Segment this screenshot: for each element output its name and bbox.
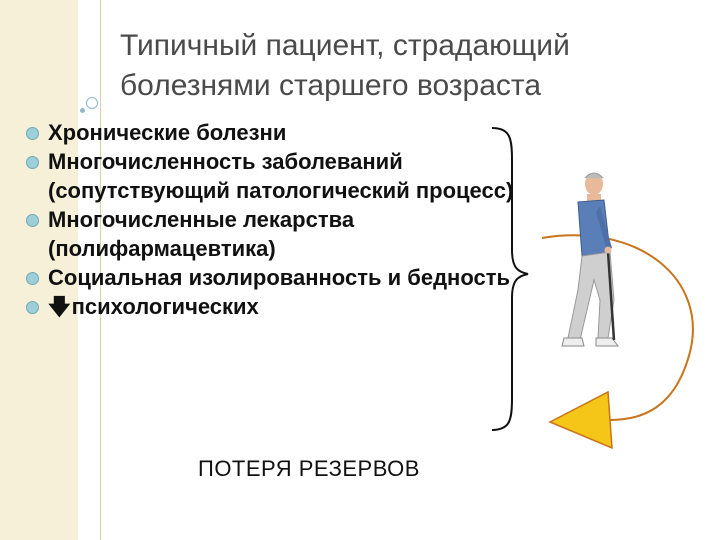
bullet-item: Хронические болезни bbox=[26, 118, 516, 147]
bullet-dot-icon bbox=[26, 156, 39, 169]
down-arrow-icon: 🡇 bbox=[48, 294, 71, 319]
curly-brace bbox=[491, 127, 529, 431]
slide-title: Типичный пациент, страдающий болезнями с… bbox=[120, 26, 680, 106]
bullet-dot-icon bbox=[26, 214, 39, 227]
title-line-1: Типичный пациент, страдающий bbox=[120, 29, 570, 62]
side-decor-band bbox=[0, 0, 78, 540]
bullet-text: Многочисленность заболеваний (сопутствую… bbox=[48, 149, 514, 203]
bullet-list: Хронические болезни Многочисленность заб… bbox=[26, 118, 516, 321]
footer-caption: ПОТЕРЯ РЕЗЕРВОВ bbox=[198, 456, 420, 481]
curved-arrow-line bbox=[541, 234, 694, 421]
title-line-2: болезнями старшего возраста bbox=[120, 69, 542, 102]
decor-circle-icon bbox=[86, 97, 98, 109]
arrowhead-icon bbox=[548, 390, 613, 450]
bullet-item: Многочисленные лекарства (полифармацевти… bbox=[26, 205, 516, 263]
bullet-item: Социальная изолированность и бедность bbox=[26, 263, 516, 292]
bullet-item: 🡇психологических bbox=[26, 292, 516, 321]
bullet-item: Многочисленность заболеваний (сопутствую… bbox=[26, 147, 516, 205]
bullet-text: Хронические болезни bbox=[48, 120, 287, 145]
bullet-text: Многочисленные лекарства (полифармацевти… bbox=[48, 207, 355, 261]
bullet-dot-icon bbox=[26, 127, 39, 140]
decor-dot-icon bbox=[80, 108, 85, 113]
elderly-man-with-cane-icon bbox=[561, 172, 619, 347]
bullet-text: Социальная изолированность и бедность bbox=[48, 265, 510, 290]
bullet-text: психологических bbox=[71, 294, 259, 319]
side-decor-line bbox=[100, 0, 101, 540]
bullet-dot-icon bbox=[26, 301, 39, 314]
bullet-dot-icon bbox=[26, 272, 39, 285]
